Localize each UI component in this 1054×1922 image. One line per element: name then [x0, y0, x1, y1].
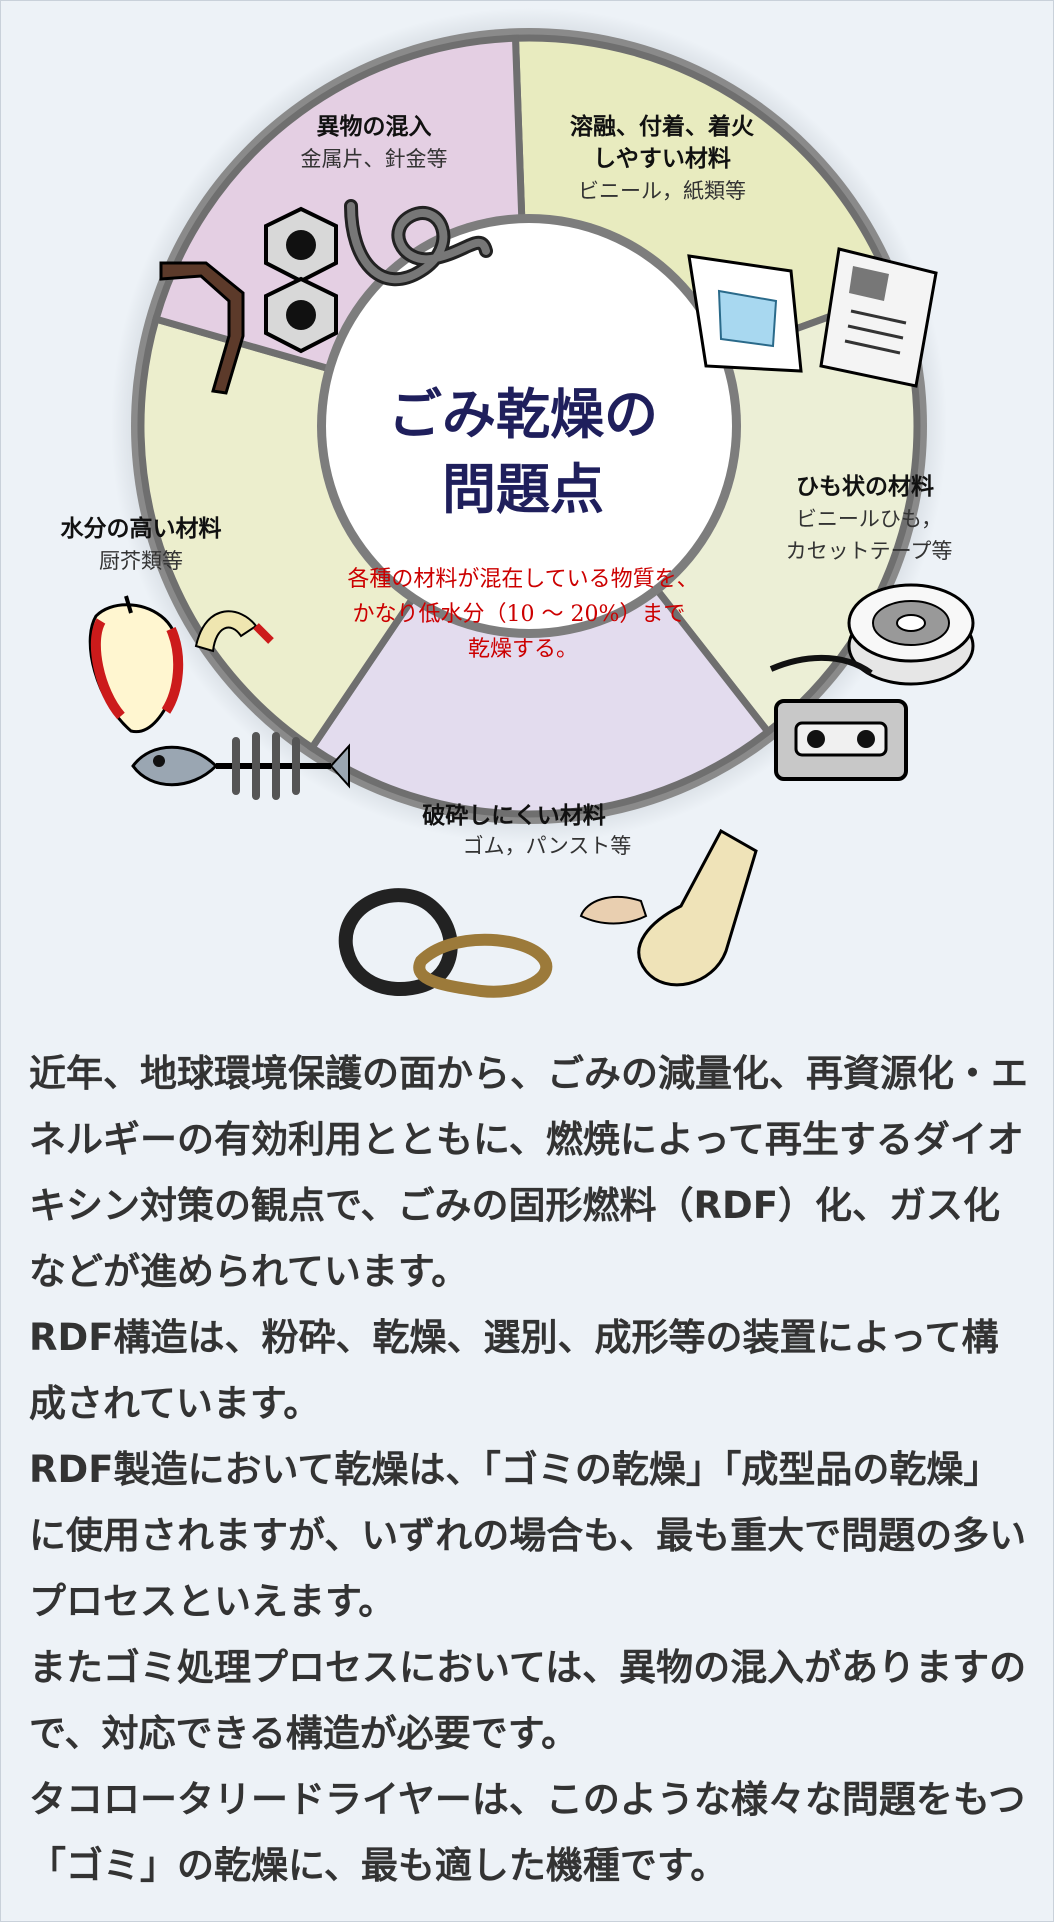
center-desc-line2: かなり低水分（10 ～ 20%）まで — [353, 602, 686, 627]
bent-nail-icon — [159, 261, 245, 395]
segments-group — [137, 34, 921, 818]
segment-string-subtitle-line2: カセットテープ等 — [786, 539, 953, 563]
center-desc-line1: 各種の材料が混在している物質を、 — [347, 567, 698, 592]
segment-high-moisture-title: 水分の高い材料 — [61, 515, 222, 542]
paragraph-rdf-drying: RDF製造において乾燥は、「ゴミの乾燥」「成型品の乾燥」に使用されますが、いずれ… — [29, 1448, 1027, 1623]
paragraph-tako-dryer: タコロータリードライヤーは、このような様々な問題をもつ 「ゴミ」の乾燥に、最も適… — [29, 1778, 1026, 1887]
tape-roll-icon — [769, 583, 975, 686]
paragraph-background: 近年、地球環境保護の面から、ごみの減量化、再資源化・エネルギーの有効利用とともに… — [29, 1052, 1028, 1293]
segment-hard-to-crush-title: 破砕しにくい材料 — [422, 802, 606, 829]
center-title-line1: ごみ乾燥の — [388, 383, 658, 446]
wire-icon — [344, 199, 493, 287]
segment-melting-title-line1: 溶融、付着、着火 — [570, 113, 754, 140]
rubber-band-icon — [338, 888, 553, 998]
segment-string-subtitle-line1: ビニールひも， — [796, 507, 942, 531]
cassette-tape-icon — [774, 699, 908, 781]
paragraph-rdf-structure: RDF構造は、粉砕、乾燥、選別、成形等の装置によって構成されています。 — [29, 1316, 999, 1425]
segment-foreign-matter-subtitle: 金属片、針金等 — [301, 147, 448, 171]
stocking-icon — [579, 828, 758, 987]
segment-high-moisture-subtitle: 厨芥類等 — [99, 549, 183, 573]
center-title-line2: 問題点 — [442, 458, 604, 521]
paper-icon — [687, 254, 803, 373]
segment-melting-title-line2: しやすい材料 — [593, 146, 731, 172]
segment-string-title: ひも状の材料 — [796, 473, 934, 500]
center-desc-line3: 乾燥する。 — [468, 637, 578, 662]
center-circle — [326, 223, 732, 629]
apple-core-icon — [88, 595, 274, 734]
drying-problems-diagram: ごみ乾燥の 問題点 各種の材料が混在している物質を、 かなり低水分（10 ～ 2… — [61, 8, 975, 998]
segment-foreign-matter-title: 異物の混入 — [317, 113, 432, 140]
segment-melting-subtitle: ビニール，紙類等 — [578, 179, 746, 203]
segment-hard-to-crush-subtitle: ゴム，パンスト等 — [463, 834, 632, 858]
fish-bone-icon — [131, 732, 350, 800]
newspaper-icon — [819, 247, 938, 388]
body-text: 近年、地球環境保護の面から、ごみの減量化、再資源化・エネルギーの有効利用とともに… — [29, 1041, 1029, 1899]
paragraph-foreign-matter: またゴミ処理プロセスにおいては、異物の混入がありますので、対応できる構造が必要で… — [29, 1646, 1027, 1755]
nut-and-bolt-icon — [264, 206, 338, 354]
